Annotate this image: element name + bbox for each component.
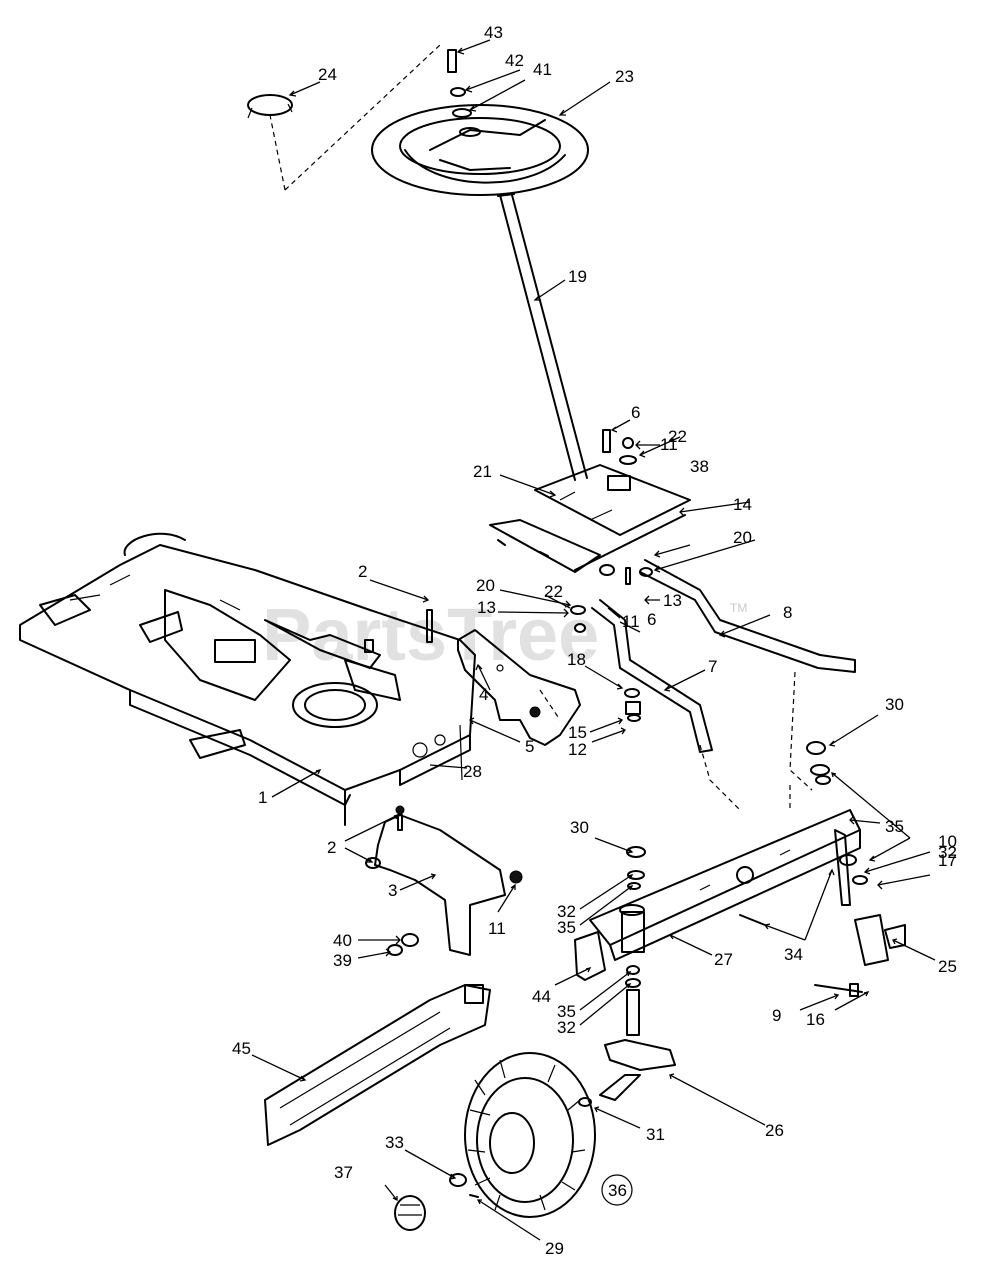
callout-20: 20: [733, 528, 752, 547]
callout-33: 33: [385, 1133, 404, 1152]
callout-15: 15: [568, 723, 587, 742]
callout-20: 20: [476, 576, 495, 595]
steering-wheel: [371, 104, 589, 196]
assembly-lines: [539, 671, 813, 811]
callout-44: 44: [532, 987, 551, 1006]
axle-pivot-bushings: [619, 741, 868, 988]
axle-shield: [264, 984, 491, 1146]
watermark-tm: TM: [730, 601, 747, 615]
callout-30: 30: [570, 818, 589, 837]
callout-10: 10: [938, 832, 957, 851]
callout-6: 6: [631, 403, 640, 422]
callout-36: 36: [608, 1181, 627, 1200]
callout-36-circle: [601, 1174, 633, 1206]
callout-8: 8: [783, 603, 792, 622]
callout-24: 24: [318, 65, 337, 84]
callout-43: 43: [484, 23, 503, 42]
tractor-frame: [19, 532, 476, 826]
callout-35: 35: [557, 1002, 576, 1021]
callout-6: 6: [647, 610, 656, 629]
callout-35: 35: [885, 817, 904, 836]
callout-4: 4: [479, 685, 488, 704]
front-wheel: [464, 1052, 596, 1218]
callout-19: 19: [568, 267, 587, 286]
callout-1: 1: [258, 788, 267, 807]
callout-29: 29: [545, 1239, 564, 1258]
callout-32: 32: [938, 843, 957, 862]
watermark: PartsTree: [262, 593, 599, 676]
callout-14: 14: [733, 495, 752, 514]
steering-cap: [247, 44, 441, 191]
steering-gear-plate: [457, 629, 581, 746]
callout-38: 38: [690, 457, 709, 476]
callout-45: 45: [232, 1039, 251, 1058]
callout-42: 42: [505, 51, 524, 70]
callout-arrows: [251, 39, 936, 1241]
callout-41: 41: [533, 60, 552, 79]
callout-30: 30: [885, 695, 904, 714]
callout-37: 37: [334, 1163, 353, 1182]
callout-13: 13: [663, 591, 682, 610]
callout-13: 13: [477, 598, 496, 617]
spindle-left: [599, 989, 676, 1101]
callout-21: 21: [473, 462, 492, 481]
callout-40: 40: [333, 931, 352, 950]
callout-23: 23: [615, 67, 634, 86]
callout-35: 35: [557, 918, 576, 937]
steering-shaft: [497, 193, 588, 481]
tie-rod: [591, 599, 713, 753]
callout-27: 27: [714, 950, 733, 969]
callout-39: 39: [333, 951, 352, 970]
front-axle: [589, 809, 861, 961]
callout-11: 11: [622, 612, 640, 631]
spindle-hardware: [739, 914, 863, 997]
steering-bracket: [489, 464, 691, 573]
drag-link: [639, 559, 856, 673]
callout-28: 28: [463, 762, 482, 781]
callout-2: 2: [327, 838, 336, 857]
axle-pivot-block: [574, 931, 606, 981]
callout-5: 5: [525, 737, 534, 756]
callout-25: 25: [938, 957, 957, 976]
callout-34: 34: [784, 945, 803, 964]
callout-3: 3: [388, 881, 397, 900]
callout-2: 2: [358, 562, 367, 581]
callout-11: 11: [660, 435, 678, 454]
pinion-gear: [624, 688, 641, 722]
hub-hardware: [394, 1097, 592, 1231]
hardware-41-42-43: [447, 49, 472, 118]
callout-7: 7: [708, 657, 717, 676]
callout-12: 12: [568, 740, 587, 759]
spindle-right: [834, 829, 906, 966]
callout-labels: 43 42 41 23 24 19 6 11 22 21 38 14 20 13…: [232, 23, 957, 1258]
callout-16: 16: [806, 1010, 825, 1029]
callout-26: 26: [765, 1121, 784, 1140]
callout-9: 9: [772, 1006, 781, 1025]
callout-32: 32: [557, 902, 576, 921]
callout-22: 22: [668, 427, 687, 446]
callout-11: 11: [488, 919, 506, 938]
callout-32: 32: [557, 1018, 576, 1037]
callout-17: 17: [938, 851, 957, 870]
callout-31: 31: [646, 1125, 665, 1144]
callout-18: 18: [567, 650, 586, 669]
callout-22: 22: [544, 582, 563, 601]
